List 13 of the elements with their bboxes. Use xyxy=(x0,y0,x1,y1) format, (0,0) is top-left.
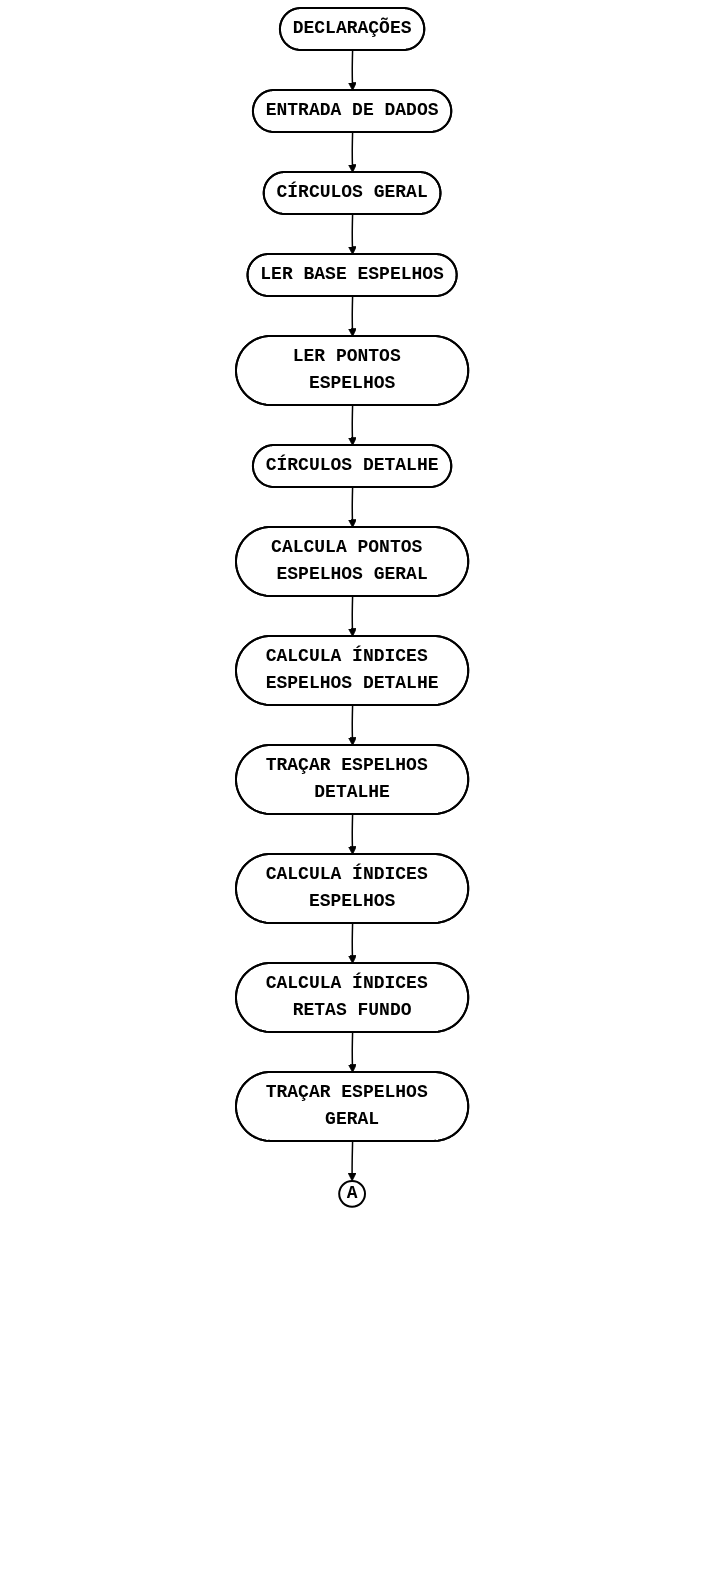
arrow xyxy=(347,1140,357,1182)
arrow xyxy=(347,486,357,528)
node-circle: A xyxy=(338,1179,366,1208)
arrow xyxy=(347,704,357,746)
arrow xyxy=(347,49,357,91)
arrow xyxy=(347,213,357,255)
arrow xyxy=(347,404,357,446)
arrow xyxy=(347,813,357,855)
arrow xyxy=(347,295,357,337)
arrow xyxy=(347,595,357,637)
arrow xyxy=(347,131,357,173)
arrow xyxy=(347,1031,357,1073)
arrow xyxy=(347,922,357,964)
